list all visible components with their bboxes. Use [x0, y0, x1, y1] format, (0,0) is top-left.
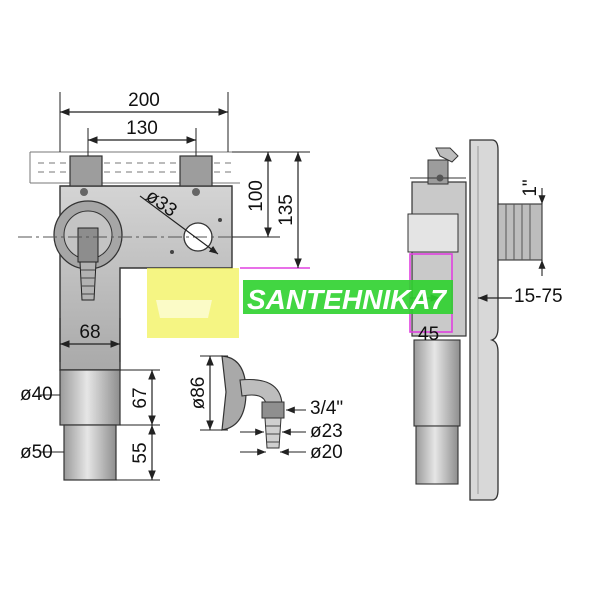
dim-d40-label: ø40	[20, 384, 53, 405]
dim-d50-label: ø50	[20, 442, 53, 463]
side-box-window	[407, 213, 459, 253]
outlet-elbow	[77, 227, 99, 263]
screw-right	[192, 188, 200, 196]
dim-135: 135	[240, 151, 310, 269]
elbow-hose-tail	[264, 417, 282, 449]
dim-130: 130	[87, 118, 197, 156]
screw-left	[80, 188, 88, 196]
dim-d86-label: ø86	[188, 377, 209, 410]
dim-1inch-label: 1"	[520, 179, 541, 196]
dim-67-label: 67	[130, 387, 151, 408]
side-view: 1" 15-75 45	[407, 139, 563, 501]
dim-135-label: 135	[276, 194, 297, 226]
dim-130-label: 130	[126, 118, 158, 139]
dim-d23-label: ø23	[310, 421, 343, 442]
dim-d50: ø50	[20, 442, 64, 463]
watermark: SANTEHNIKA7 Интернет - магазин сантехник…	[147, 268, 453, 338]
dim-68-label: 68	[79, 322, 100, 343]
dim-45-label: 45	[418, 324, 439, 345]
dim-200: 200	[59, 90, 229, 152]
watermark-green-band	[243, 280, 453, 314]
dim-67-55: 67 55	[116, 369, 160, 481]
dim-thread-label: 3/4"	[310, 398, 343, 419]
side-screw	[436, 174, 444, 182]
rivet-2	[218, 218, 222, 222]
cover-plate	[469, 139, 499, 501]
top-fitting-right	[179, 155, 213, 187]
hose-connector	[79, 261, 97, 301]
dim-68: 68	[59, 318, 121, 362]
elbow-detail: ø86 3/4" ø23 ø20	[188, 355, 343, 463]
side-clip	[435, 147, 459, 163]
dim-15-75-label: 15-75	[514, 286, 563, 307]
dim-200-label: 200	[128, 90, 160, 111]
top-fitting-left	[69, 155, 103, 187]
watermark-subtitle: Интернет - магазин сантехники	[250, 320, 400, 331]
dim-d40: ø40	[20, 384, 60, 405]
elbow-thread	[261, 401, 285, 419]
side-connector	[497, 203, 543, 261]
front-view: 200 130 100 135 ø33	[18, 90, 310, 481]
outlet-pipe-lower	[63, 424, 117, 481]
side-pipe-upper	[413, 339, 461, 427]
outlet-pipe-upper	[59, 369, 121, 426]
dim-100: 100	[232, 151, 280, 238]
bathtub-icon	[156, 300, 212, 318]
rivet-1	[170, 250, 174, 254]
dim-55-label: 55	[130, 442, 151, 463]
side-pipe-lower	[415, 425, 459, 485]
dim-100-label: 100	[246, 180, 267, 212]
watermark-title: SANTEHNIKA7	[247, 284, 448, 315]
dim-d20-label: ø20	[310, 442, 343, 463]
elbow-body	[239, 378, 283, 405]
